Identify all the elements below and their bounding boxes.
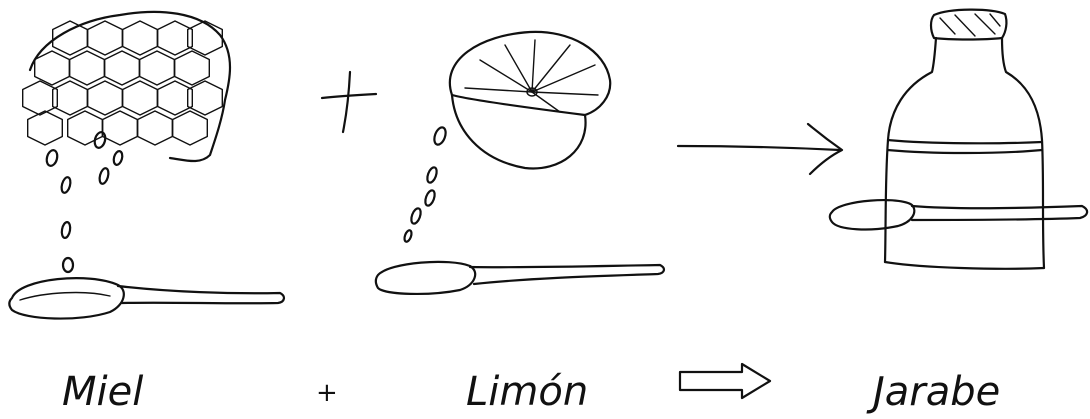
honeycomb-cell: [22, 80, 58, 116]
honeycomb-cell: [156, 20, 194, 56]
honeycomb-cell: [103, 50, 141, 86]
honeycomb-cell: [138, 50, 176, 86]
caption-lemon: Limón: [466, 369, 589, 415]
spoon-icon: [8, 277, 285, 320]
caption-syrup: Jarabe: [873, 369, 1001, 415]
drop-icon: [424, 189, 436, 207]
honeycomb-cell: [86, 80, 124, 116]
outline-arrow-icon: [678, 362, 772, 400]
honeycomb-cell: [121, 20, 159, 56]
honeycomb-cell: [66, 110, 104, 146]
honeycomb-cell: [27, 110, 63, 146]
drop-icon: [410, 207, 422, 225]
drop-icon: [60, 220, 72, 240]
caption-honey: Miel: [62, 369, 144, 415]
drop-icon: [45, 149, 59, 167]
honeycomb-cell: [121, 80, 159, 116]
drop-icon: [61, 256, 75, 274]
honeycomb-cell: [171, 110, 209, 146]
honeycomb-cell: [186, 20, 224, 56]
plus-icon: [320, 70, 378, 134]
drop-icon: [426, 166, 438, 184]
drop-icon: [433, 126, 447, 146]
honeycomb-cell: [34, 50, 71, 86]
honeycomb-cell: [101, 110, 139, 146]
lemon-drops: [403, 126, 447, 243]
honeycomb-cell: [136, 110, 174, 146]
honeycomb-icon: [22, 10, 232, 163]
lemon-half-icon: [448, 30, 612, 170]
drop-icon: [98, 167, 110, 185]
honeycomb-cell: [156, 80, 194, 116]
honeycomb-cell: [186, 80, 224, 116]
honeycomb-cell: [173, 50, 211, 86]
spoon-icon: [374, 260, 665, 296]
spoon-icon: [828, 199, 1089, 231]
honeycomb-cell: [68, 50, 106, 86]
honey-drops: [45, 131, 124, 274]
drop-icon: [403, 229, 413, 243]
arrow-icon: [676, 122, 844, 176]
drop-icon: [60, 176, 72, 194]
drop-icon: [112, 150, 124, 166]
bottle-icon: [883, 8, 1046, 270]
caption-plus: +: [316, 378, 338, 408]
honeycomb-cell: [86, 20, 124, 56]
drop-icon: [93, 131, 107, 149]
